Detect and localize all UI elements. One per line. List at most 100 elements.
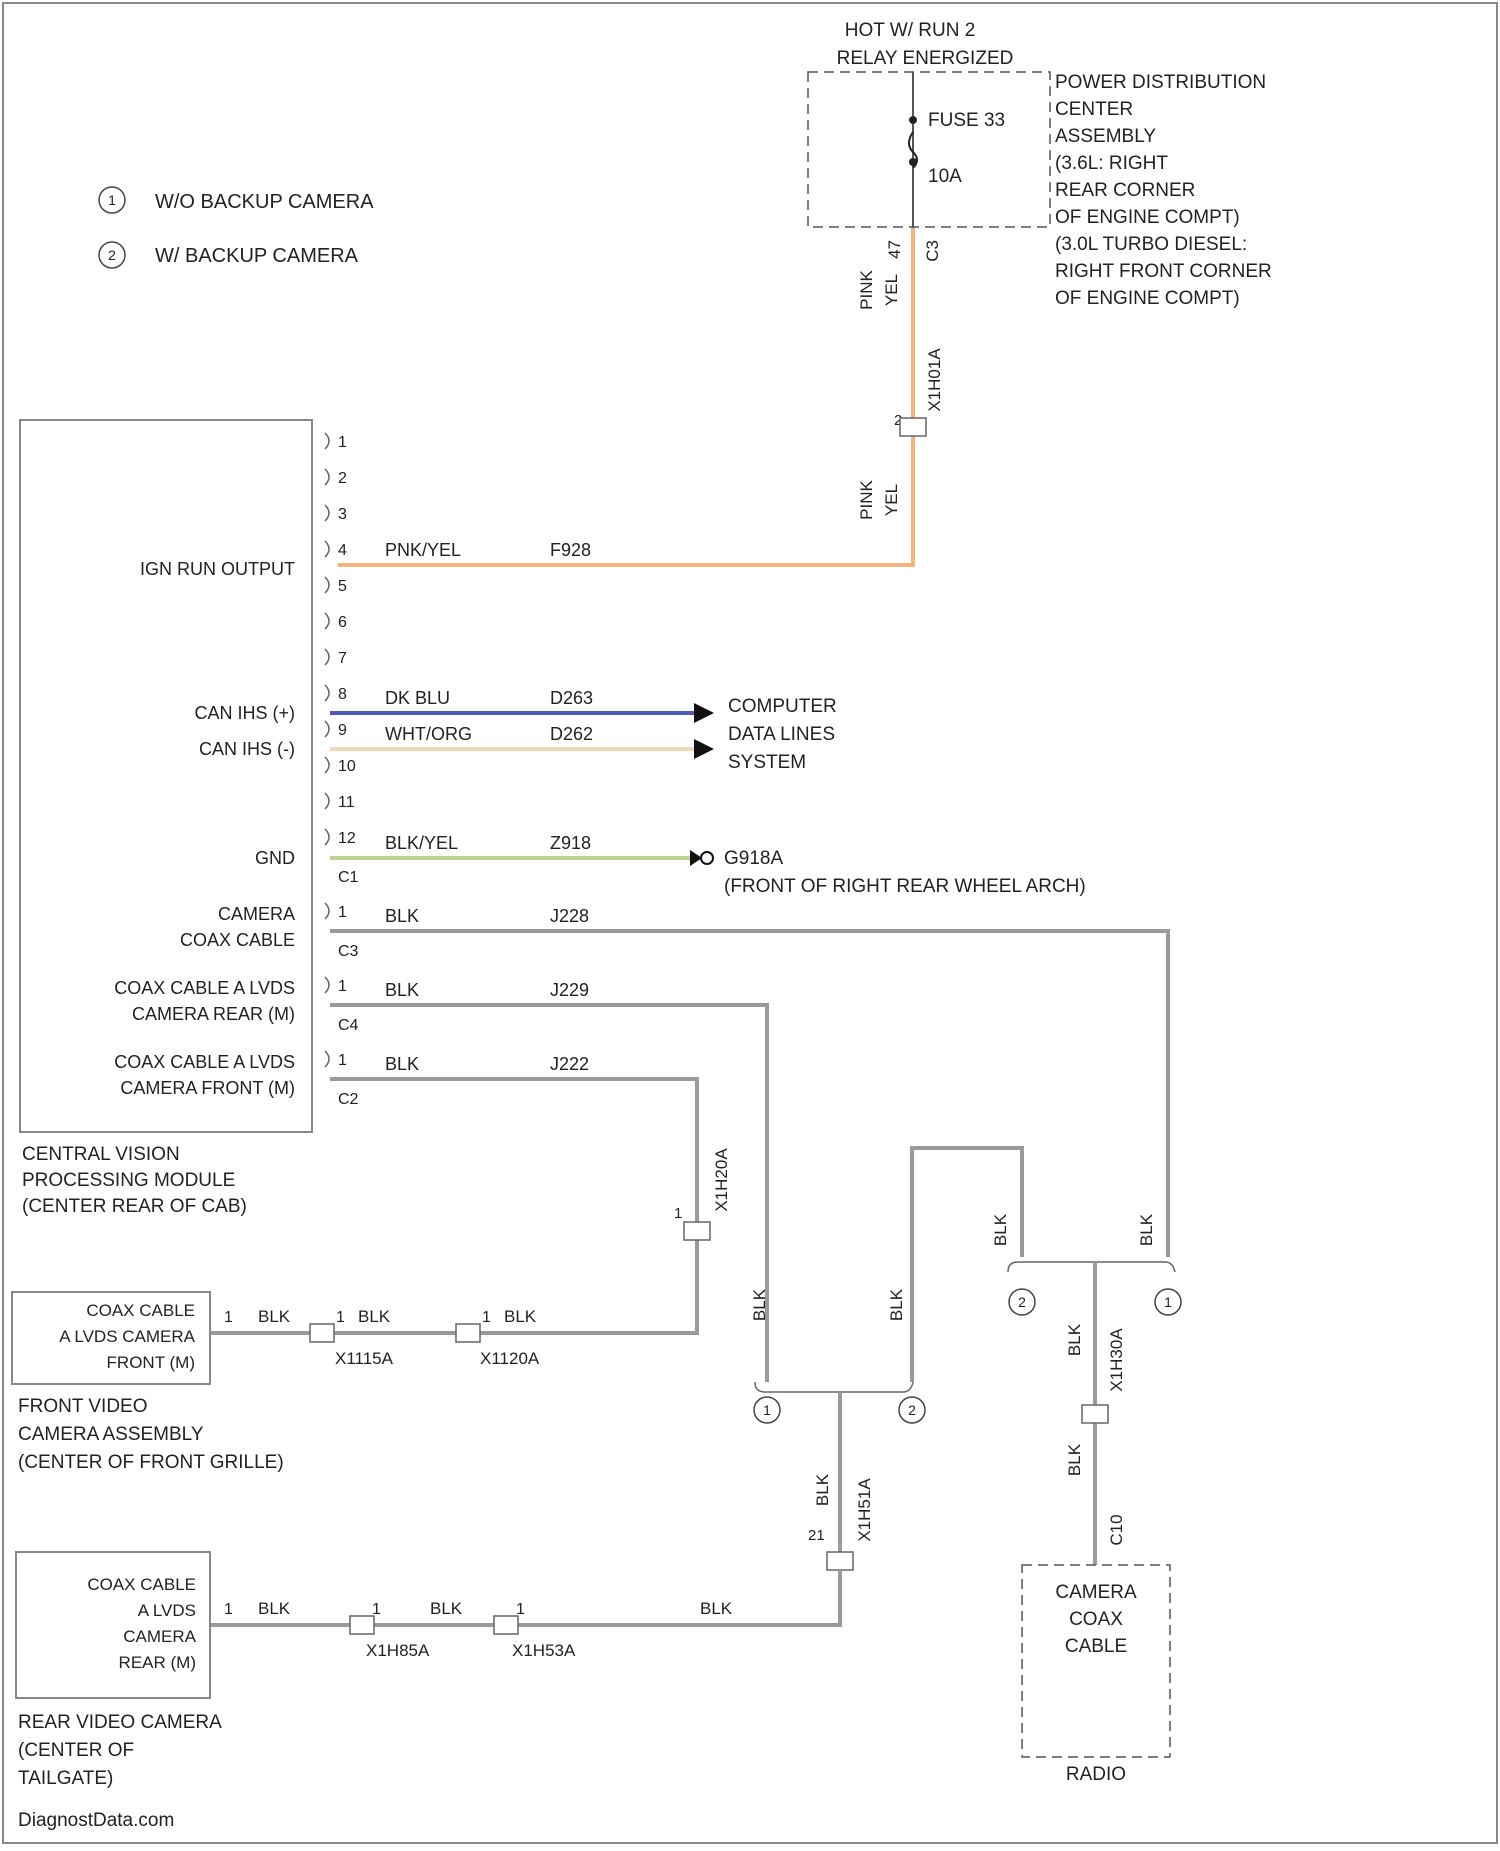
rear-camera-pin: 1 xyxy=(224,1601,233,1618)
wire-ign-circuit: F928 xyxy=(550,540,591,560)
wire-j222-circuit: J222 xyxy=(550,1054,589,1074)
wire-ign-color: PNK/YEL xyxy=(385,540,461,560)
rear-camera-name-3: TAILGATE) xyxy=(18,1768,113,1789)
rear-camera-box-4: REAR (M) xyxy=(119,1653,196,1672)
pdc-desc-1: POWER DISTRIBUTION xyxy=(1055,72,1266,93)
arrow-can-h-icon xyxy=(694,703,714,723)
pin-num-c2: 1 xyxy=(338,1052,347,1069)
label-can-h: CAN IHS (+) xyxy=(194,703,295,723)
pdc-desc-3: ASSEMBLY xyxy=(1055,126,1156,147)
radio-connector-label: C10 xyxy=(1107,1514,1126,1545)
pin-num-6: 6 xyxy=(338,614,347,631)
connector-c3: C3 xyxy=(338,943,359,960)
power-distribution-center: HOT W/ RUN 2 RELAY ENERGIZED FUSE 33 10A… xyxy=(808,20,1272,309)
front-camera-name-2: CAMERA ASSEMBLY xyxy=(18,1424,204,1445)
pin-stub-11 xyxy=(325,793,329,809)
front-camera-pin: 1 xyxy=(224,1309,233,1326)
pin-stub-1 xyxy=(325,433,329,449)
pin-num-10: 10 xyxy=(338,758,356,775)
inline-connector-front-splice xyxy=(684,1222,710,1240)
wire-gnd-color: BLK/YEL xyxy=(385,833,458,853)
inline-connector-upper xyxy=(900,418,926,436)
label-gnd: GND xyxy=(255,848,295,868)
label-cam1-1: CAMERA xyxy=(218,904,295,924)
footer-watermark: DiagnostData.com xyxy=(18,1810,174,1831)
pin-num-c4: 1 xyxy=(338,978,347,995)
pin-stub-6 xyxy=(325,613,329,629)
rear-camera-name-2: (CENTER OF xyxy=(18,1740,134,1761)
pin-num-7: 7 xyxy=(338,650,347,667)
module-name-2: PROCESSING MODULE xyxy=(22,1170,235,1191)
connector-c2: C2 xyxy=(338,1091,359,1108)
label-cam3-1: COAX CABLE A LVDS xyxy=(114,1052,295,1072)
pin-num-9: 9 xyxy=(338,722,347,739)
front-splice-pin: 1 xyxy=(674,1205,682,1222)
pdc-box xyxy=(808,72,1050,227)
front-camera-wire-1: BLK xyxy=(258,1307,291,1326)
wire-gnd-circuit: Z918 xyxy=(550,833,591,853)
pdc-desc-7: (3.0L TURBO DIESEL: xyxy=(1055,234,1247,255)
pin-stub-2 xyxy=(325,469,329,485)
pdc-desc-5: REAR CORNER xyxy=(1055,180,1195,201)
rear-camera-box xyxy=(16,1552,210,1698)
wire-ign-run xyxy=(338,228,913,565)
inline-connector-x1120a xyxy=(456,1324,480,1342)
x1h53a-pin: 1 xyxy=(516,1601,525,1618)
ground-icon xyxy=(701,852,713,864)
front-camera-wire-3: BLK xyxy=(504,1307,537,1326)
legend-marker-1-num: 1 xyxy=(108,192,116,208)
pin-stub-3 xyxy=(325,505,329,521)
wire-can-h-circuit: D263 xyxy=(550,688,593,708)
rear-camera-box-1: COAX CABLE xyxy=(87,1575,196,1594)
rear-camera-box-3: CAMERA xyxy=(123,1627,196,1646)
rear-splice-pin: 21 xyxy=(808,1527,825,1544)
front-camera-name-3: (CENTER OF FRONT GRILLE) xyxy=(18,1452,284,1473)
radio-box-3: CABLE xyxy=(1065,1636,1127,1657)
wire-j222 xyxy=(210,1079,697,1333)
fuse-name: FUSE 33 xyxy=(928,110,1005,131)
pdc-desc-9: OF ENGINE COMPT) xyxy=(1055,288,1240,309)
radio-box-2: COAX xyxy=(1069,1609,1123,1630)
fuse-rating: 10A xyxy=(928,166,962,187)
wire-color-upper-2: YEL xyxy=(882,274,901,306)
pin-num-12: 12 xyxy=(338,830,356,847)
wire-color-lower-1: PINK xyxy=(857,480,876,520)
splice-connector-upper: X1H01A xyxy=(925,348,944,412)
module-name-3: (CENTER REAR OF CAB) xyxy=(22,1196,247,1217)
connector-c1: C1 xyxy=(338,869,359,886)
legend: 1 W/O BACKUP CAMERA 2 W/ BACKUP CAMERA xyxy=(99,187,374,268)
wire-j229-vert-label: BLK xyxy=(750,1288,769,1321)
label-cam2-2: CAMERA REAR (M) xyxy=(132,1004,295,1024)
wire-j229-circuit: J229 xyxy=(550,980,589,1000)
pin-stub-c2 xyxy=(325,1051,329,1067)
radio-box-1: CAMERA xyxy=(1055,1582,1137,1603)
inline-x1120a-label: X1120A xyxy=(480,1349,540,1368)
front-camera-box-1: COAX CABLE xyxy=(86,1301,195,1320)
pin-num-4: 4 xyxy=(338,542,347,559)
wire-backup-branch xyxy=(912,1148,1022,1382)
pin-stubs xyxy=(325,433,329,1067)
label-ign-run: IGN RUN OUTPUT xyxy=(140,559,295,579)
data-lines-3: SYSTEM xyxy=(728,752,806,773)
wire-can-h-color: DK BLU xyxy=(385,688,450,708)
front-camera-assembly: COAX CABLE A LVDS CAMERA FRONT (M) FRONT… xyxy=(12,1292,540,1473)
selector-lower xyxy=(755,1382,913,1392)
rear-camera-box-2: A LVDS xyxy=(138,1601,196,1620)
fuse-terminal-top xyxy=(909,116,917,124)
selector-lower-num-1: 1 xyxy=(763,1402,771,1418)
wire-rear-camera-run xyxy=(210,1570,840,1625)
rear-wire-vert-label: BLK xyxy=(813,1473,832,1506)
radio: CAMERA COAX CABLE RADIO xyxy=(1022,1565,1170,1785)
pdc-desc-8: RIGHT FRONT CORNER xyxy=(1055,261,1272,282)
label-cam1-2: COAX CABLE xyxy=(180,930,295,950)
pdc-top-label-1: HOT W/ RUN 2 xyxy=(845,20,976,41)
pdc-desc-2: CENTER xyxy=(1055,99,1133,120)
ground-location: (FRONT OF RIGHT REAR WHEEL ARCH) xyxy=(724,876,1086,897)
pdc-top-label-2: RELAY ENERGIZED xyxy=(837,48,1014,69)
wire-color-upper-1: PINK xyxy=(857,270,876,310)
rear-camera-name-1: REAR VIDEO CAMERA xyxy=(18,1712,222,1733)
inline-connector-x1h85a xyxy=(350,1616,374,1634)
label-cam2-1: COAX CABLE A LVDS xyxy=(114,978,295,998)
